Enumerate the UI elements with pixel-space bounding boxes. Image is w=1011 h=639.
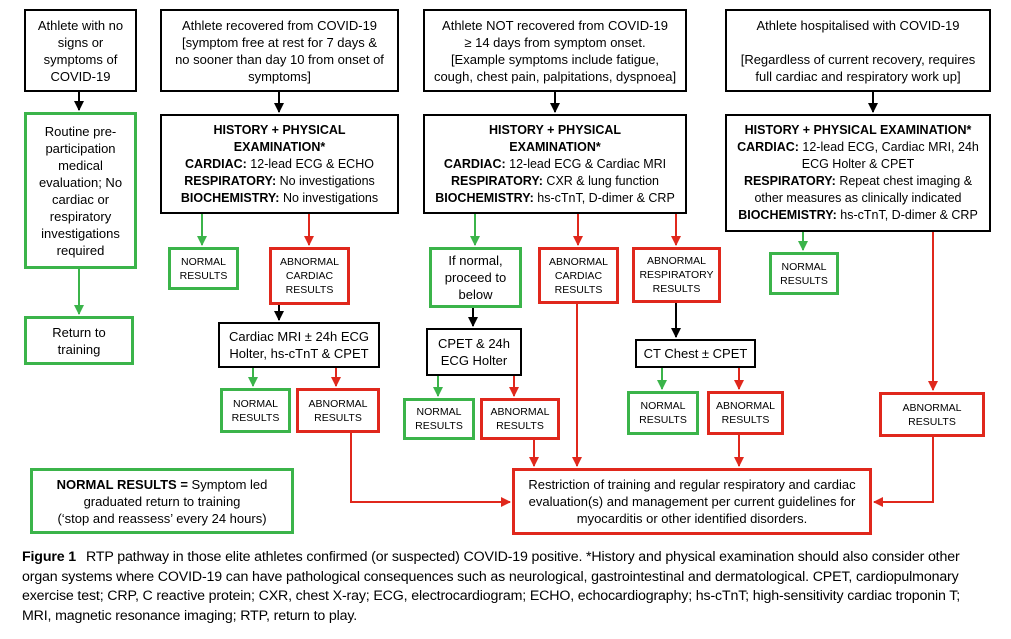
caption-text: RTP pathway in those elite athletes conf…	[22, 549, 961, 624]
abnormal-results-box: ABNORMAL RESULTS	[480, 398, 560, 440]
restriction-of-training-box: Restriction of training and regular resp…	[512, 468, 872, 535]
arrow-red	[350, 433, 511, 507]
abnormal-results-box: ABNORMAL RESULTS	[707, 391, 784, 435]
abnormal-results-box: ABNORMAL RESULTS	[879, 392, 985, 437]
cpet-holter-box: CPET & 24h ECG Holter	[426, 328, 522, 376]
abnormal-results-box: ABNORMAL RESULTS	[296, 388, 380, 433]
abnormal-cardiac-results-box: ABNORMAL CARDIAC RESULTS	[538, 247, 619, 304]
athlete-not-recovered-box: Athlete NOT recovered from COVID-19 ≥ 14…	[423, 9, 687, 92]
figure-label: Figure 1	[22, 549, 76, 565]
ct-chest-box: CT Chest ± CPET	[635, 339, 756, 368]
athlete-hospitalised-box: Athlete hospitalised with COVID-19 [Rega…	[725, 9, 991, 92]
cardiac-mri-holter-box: Cardiac MRI ± 24h ECG Holter, hs-cTnT & …	[218, 322, 380, 368]
athlete-no-signs-box: Athlete with no signs or symptoms of COV…	[24, 9, 137, 92]
exam-hospitalised-box: HISTORY + PHYSICAL EXAMINATION* CARDIAC:…	[725, 114, 991, 232]
normal-results-box: NORMAL RESULTS	[627, 391, 699, 435]
exam-not-recovered-box: HISTORY + PHYSICAL EXAMINATION* CARDIAC:…	[423, 114, 687, 214]
connector-arrows	[74, 92, 938, 507]
normal-results-note-box: NORMAL RESULTS = Symptom led graduated r…	[30, 468, 294, 534]
normal-results-box: NORMAL RESULTS	[769, 252, 839, 295]
exam-recovered-box: HISTORY + PHYSICAL EXAMINATION* CARDIAC:…	[160, 114, 399, 214]
abnormal-cardiac-results-box: ABNORMAL CARDIAC RESULTS	[269, 247, 350, 305]
routine-evaluation-box: Routine pre- participation medical evalu…	[24, 112, 137, 269]
return-to-training-box: Return to training	[24, 316, 134, 365]
arrow-red	[873, 437, 934, 507]
abnormal-respiratory-results-box: ABNORMAL RESPIRATORY RESULTS	[632, 247, 721, 303]
normal-results-box: NORMAL RESULTS	[220, 388, 291, 433]
if-normal-proceed-box: If normal, proceed to below	[429, 247, 522, 308]
normal-results-box: NORMAL RESULTS	[168, 247, 239, 290]
athlete-recovered-box: Athlete recovered from COVID-19 [symptom…	[160, 9, 399, 92]
normal-results-box: NORMAL RESULTS	[403, 398, 475, 440]
